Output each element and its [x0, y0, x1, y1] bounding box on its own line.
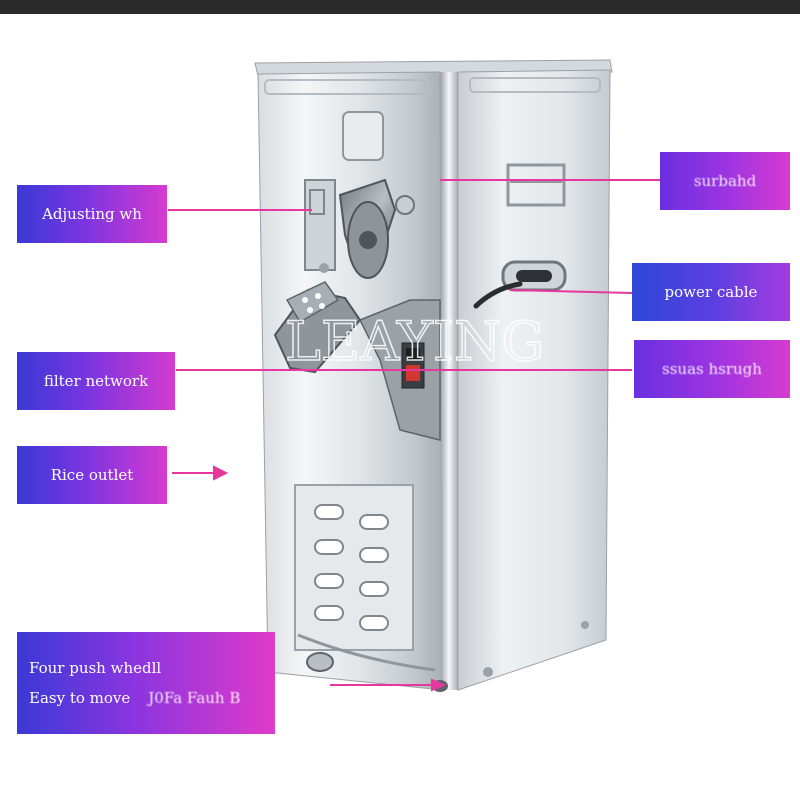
- machine-side-panel: [457, 69, 611, 691]
- label-adjusting-wheel: Adjusting wh: [17, 185, 167, 243]
- label-filter-network: filter network: [17, 352, 175, 410]
- pointer-lines: [168, 179, 660, 692]
- top-dark-strip: [0, 0, 800, 14]
- label-text: ssuas hsrugh: [662, 360, 762, 378]
- label-text: Rice outlet: [50, 466, 134, 484]
- watermark-text: LEAYING: [285, 310, 544, 373]
- vent-panel: [294, 484, 414, 651]
- label-text: power cable: [664, 283, 758, 301]
- machine-corner-edge: [440, 72, 458, 690]
- label-power-switch: ssuas hsrugh: [634, 340, 790, 398]
- label-text: Four push whedll: [29, 659, 162, 677]
- label-wheels: Four push whedll Easy to move J0Fa Fauh …: [17, 632, 275, 734]
- label-text: J0Fa Fauh B: [148, 689, 241, 707]
- label-text: surbahd: [693, 172, 757, 190]
- hopper-square: [342, 111, 384, 161]
- wheel: [306, 652, 334, 672]
- label-text: Easy to move: [29, 689, 131, 707]
- side-handle: [506, 163, 566, 207]
- label-top-right: surbahd: [660, 152, 790, 210]
- label-text: filter network: [43, 372, 149, 390]
- label-power-cable: power cable: [632, 263, 790, 321]
- label-rice-outlet: Rice outlet: [17, 446, 167, 504]
- label-text: Adjusting wh: [42, 205, 142, 223]
- power-cable: [473, 281, 523, 309]
